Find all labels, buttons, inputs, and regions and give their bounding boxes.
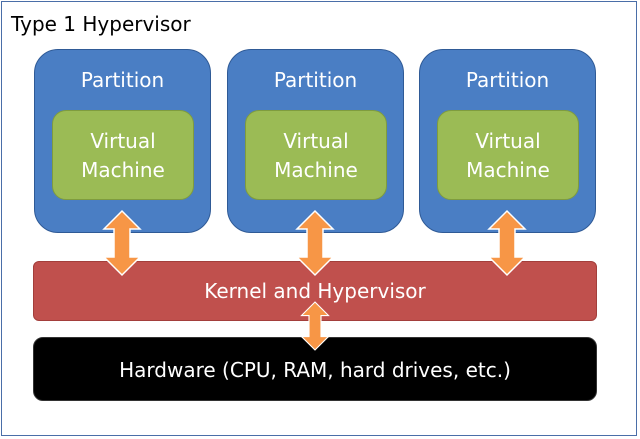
kernel-label: Kernel and Hypervisor <box>204 279 426 303</box>
partition-label: Partition <box>80 68 165 92</box>
vm-label-line2: Machine <box>466 158 550 182</box>
partition-2: Partition Virtual Machine <box>227 49 404 233</box>
hardware-label: Hardware (CPU, RAM, hard drives, etc.) <box>119 358 511 382</box>
vm-label-line1: Virtual <box>283 129 349 153</box>
vm-label-line2: Machine <box>274 158 358 182</box>
vm-label-line2: Machine <box>81 158 165 182</box>
partition-3: Partition Virtual Machine <box>419 49 596 233</box>
kernel-hypervisor-layer: Kernel and Hypervisor <box>33 261 597 321</box>
vm-label-line1: Virtual <box>475 129 541 153</box>
virtual-machine-1: Virtual Machine <box>52 110 194 200</box>
partition-label: Partition <box>465 68 550 92</box>
virtual-machine-3: Virtual Machine <box>437 110 579 200</box>
virtual-machine-2: Virtual Machine <box>245 110 387 200</box>
vm-label-line1: Virtual <box>90 129 156 153</box>
partition-label: Partition <box>273 68 358 92</box>
partition-1: Partition Virtual Machine <box>34 49 211 233</box>
diagram-title: Type 1 Hypervisor <box>11 12 191 36</box>
hardware-layer: Hardware (CPU, RAM, hard drives, etc.) <box>33 337 597 401</box>
